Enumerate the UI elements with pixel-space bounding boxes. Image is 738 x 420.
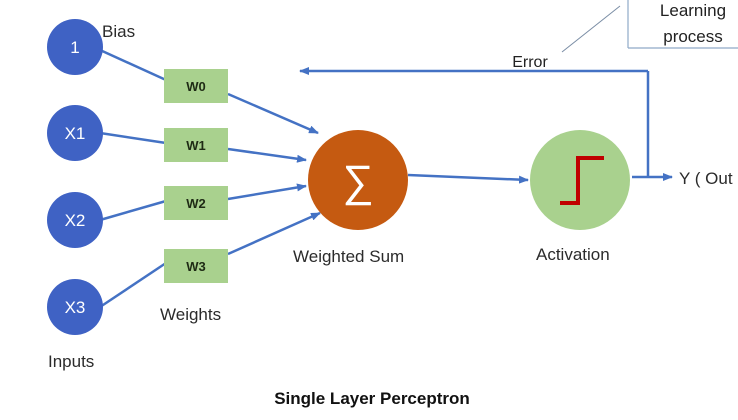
weight-box-w0: W0 [164, 69, 228, 103]
weight-box-w3: W3 [164, 249, 228, 283]
sigma-icon: ∑ [342, 157, 373, 206]
input-node-x1: X1 [47, 105, 103, 161]
error-label: Error [512, 54, 548, 71]
step-function-icon [560, 156, 604, 205]
input-node-label: X3 [65, 298, 86, 317]
weight-label: W2 [186, 196, 206, 211]
weight-box-w1: W1 [164, 128, 228, 162]
edge-w1-sum [227, 147, 307, 163]
weight-box-w2: W2 [164, 186, 228, 220]
learning-process-label-line2: process [663, 27, 723, 46]
weight-label: W1 [186, 138, 206, 153]
weight-label: W3 [186, 259, 206, 274]
weight-label: W0 [186, 79, 206, 94]
input-node-bias: 1 [47, 19, 103, 75]
learning-process-box: Learning process [627, 0, 738, 49]
input-node-x2: X2 [47, 192, 103, 248]
input-node-label: X1 [65, 124, 86, 143]
activation-label: Activation [536, 245, 610, 264]
weights-label: Weights [160, 305, 221, 324]
weighted-sum-label: Weighted Sum [293, 247, 404, 266]
edge-sum-activation [407, 173, 529, 184]
learning-process-label-line1: Learning [660, 1, 726, 20]
input-node-label: 1 [70, 38, 79, 57]
edge-bias-w0 [99, 48, 167, 82]
edge-x2-w2 [99, 199, 167, 222]
activation-node [530, 130, 630, 230]
callout-line [561, 5, 621, 53]
weighted-sum-node: ∑ [308, 130, 408, 230]
bias-label: Bias [102, 22, 135, 41]
edge-w0-sum [227, 92, 319, 135]
edge-x1-w1 [99, 131, 167, 145]
input-node-x3: X3 [47, 279, 103, 335]
edge-w3-sum [227, 211, 321, 256]
output-label: Y ( Out [679, 169, 733, 188]
error-feedback-loop: Error [299, 54, 650, 177]
input-node-label: X2 [65, 211, 86, 230]
edge-x3-w3 [99, 261, 167, 309]
inputs-label: Inputs [48, 352, 94, 371]
diagram-title: Single Layer Perceptron [274, 389, 470, 408]
edge-w2-sum [227, 183, 307, 201]
